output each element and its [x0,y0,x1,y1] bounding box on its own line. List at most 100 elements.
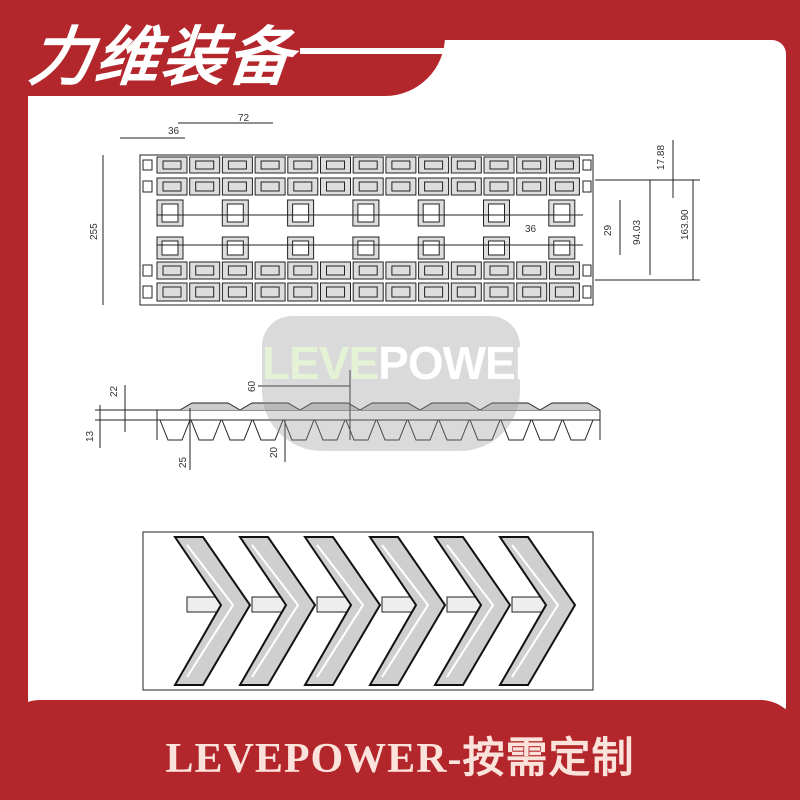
module-cell-inner [456,286,476,298]
edge-cell [582,180,592,193]
chevron-cleat [498,536,577,686]
cleat-square-inner [488,240,505,256]
module-cell-inner [162,286,182,298]
cleat-square-inner [226,203,244,223]
module-cell-inner [293,181,313,192]
footer-banner: LEVEPOWER-按需定制 [0,700,800,800]
module-cell [320,282,351,302]
chevron-inner-line [446,544,495,678]
module-cell [320,177,351,196]
chevron-inner-line [186,544,235,678]
module-cell [516,261,548,280]
module-cell [156,261,188,280]
module-cell-inner [391,286,411,298]
module-cell-inner [260,265,280,276]
dim-top-offset: 17.88 [656,145,667,170]
cleat-square-inner [226,240,244,256]
module-cell-inner [489,265,509,276]
cleat-square-inner [357,203,375,223]
side-tooth [438,419,470,441]
module-cell-inner [554,181,574,192]
footer-slogan: LEVEPOWER-按需定制 [165,736,635,782]
edge-cell [142,180,153,193]
side-cleat [359,402,421,411]
module-cell [221,177,253,196]
module-cell-inner [358,181,378,192]
module-cell [548,156,580,174]
module-cell [189,261,221,280]
dim-width: 255 [89,223,100,240]
module-cell-inner [162,181,182,192]
chevron-inner-line [316,544,365,678]
module-cell-inner [522,160,542,170]
module-cell [483,282,515,302]
module-cell-inner [424,265,444,276]
module-cell-inner [195,160,215,170]
cleat-square-inner [553,240,571,256]
brand-tab: 力维装备 [0,0,450,96]
module-cell-inner [195,181,215,192]
dim-inner-pitch: 36 [525,224,537,235]
brand-underline [300,48,450,54]
side-cleat [419,402,481,411]
dim-center-width: 163.90 [680,209,691,240]
module-cell-inner [326,160,345,170]
module-cell-inner [391,160,411,170]
module-cell [418,282,450,302]
chevron-inner-line [251,544,300,678]
module-cell [385,177,417,196]
module-cell-inner [227,181,247,192]
module-cell-inner [227,265,247,276]
module-cell [516,282,548,302]
side-cleat [299,402,361,411]
module-cell-inner [522,265,542,276]
module-cell [352,282,384,302]
edge-cell [582,159,592,171]
chevron-view [142,531,594,691]
module-cell [450,156,482,174]
side-tooth [252,419,284,441]
module-cell [189,282,221,302]
brand-title: 力维装备 [25,21,298,95]
chevron-inner-line [511,544,560,678]
module-cell-inner [391,181,411,192]
chevron-cleat [433,536,512,686]
module-cell-inner [227,160,247,170]
module-cell [548,177,580,196]
module-cell-inner [326,286,345,298]
side-cleat [239,402,301,411]
chevron-panel-outline [142,531,594,691]
module-cell [418,177,450,196]
watermark-logo: LEVEPOWER [262,316,548,451]
module-cell-inner [293,160,313,170]
watermark-text-leve: LEVE [262,337,379,389]
module-cell [320,156,351,174]
module-cell-inner [456,265,476,276]
side-tooth [376,419,408,441]
module-cell [548,261,580,280]
module-cell-inner [293,265,313,276]
module-cell-inner [489,181,509,192]
module-cell [221,156,253,174]
edge-cell [582,285,592,299]
cleat-square-inner [488,203,505,223]
module-cell-inner [162,265,182,276]
dim-double-pitch: 72 [238,113,250,124]
module-cell [418,261,450,280]
module-cell-inner [554,160,574,170]
module-cell [287,282,319,302]
module-cell-inner [260,160,280,170]
dim-tooth: 20 [269,446,280,458]
module-cell [156,156,188,174]
module-cell [385,261,417,280]
module-cell [352,156,384,174]
side-view [95,370,601,470]
chevron-cleat [368,536,447,686]
cleat-square-inner [553,203,571,223]
module-cell-inner [260,181,280,192]
edge-cell [142,285,153,299]
dim-base: 13 [85,430,96,442]
module-cell-inner [554,286,574,298]
cleat-square-inner [292,240,310,256]
module-cell [287,177,319,196]
